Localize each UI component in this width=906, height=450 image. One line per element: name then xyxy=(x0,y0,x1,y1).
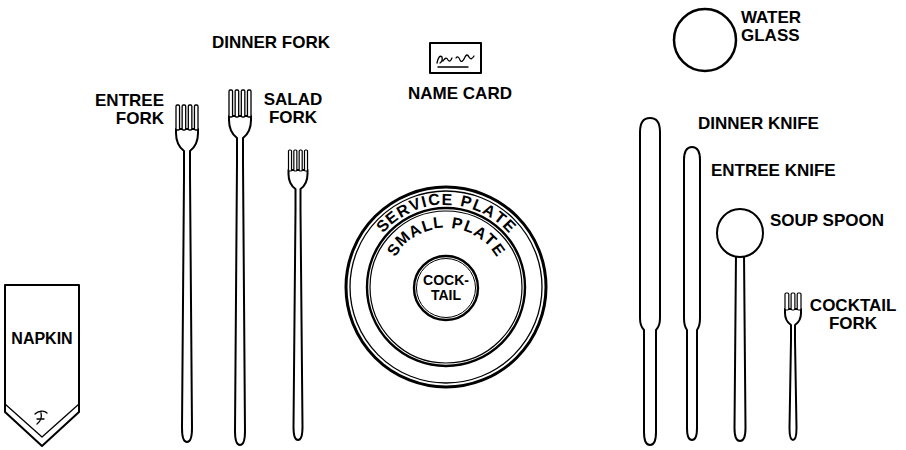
cocktail-dish: COCK- TAIL xyxy=(413,255,479,321)
knife-label: ENTREE KNIFE xyxy=(711,162,836,180)
entree-fork xyxy=(176,105,198,442)
entree-knife xyxy=(684,147,700,440)
cocktail-fork xyxy=(785,293,801,440)
fork-label: ENTREE FORK xyxy=(95,92,164,128)
fork-label: SALAD FORK xyxy=(264,91,323,127)
napkin-outline xyxy=(4,284,80,448)
name-card-outline xyxy=(430,43,481,73)
small-plate: SMALL PLATECOCK- TAIL xyxy=(366,207,526,367)
water-glass xyxy=(674,9,736,71)
fork-label: COCKTAIL FORK xyxy=(810,297,896,333)
signature-scribble xyxy=(437,55,474,67)
soup-spoon xyxy=(717,209,763,441)
spoon-label: SOUP SPOON xyxy=(770,212,884,230)
plate-rim xyxy=(350,191,542,383)
service-plate: SERVICE PLATESMALL PLATECOCK- TAIL xyxy=(345,186,547,388)
plate-rim xyxy=(417,259,476,318)
napkin-label: NAPKIN xyxy=(4,331,80,348)
salad-fork xyxy=(289,150,308,440)
napkin-line xyxy=(5,285,79,446)
plate-rim xyxy=(370,211,522,363)
arc-letter: E xyxy=(442,191,453,207)
plate-rim xyxy=(346,187,546,387)
plate-rim xyxy=(367,208,525,366)
dish-label: COCK- TAIL xyxy=(423,273,469,304)
napkin-line xyxy=(5,404,79,437)
card-label: NAME CARD xyxy=(408,85,512,103)
arc-letter xyxy=(454,192,460,208)
dinner-fork xyxy=(229,90,251,445)
plate-rim xyxy=(414,256,478,320)
knife-label: DINNER KNIFE xyxy=(698,115,819,133)
arc-letter xyxy=(445,215,450,231)
name-card xyxy=(430,43,481,73)
arc-letter: C xyxy=(427,192,441,209)
arc-letter: L xyxy=(432,215,444,232)
dinner-knife xyxy=(640,118,660,445)
napkin-line xyxy=(35,411,47,424)
glass-label: WATER GLASS xyxy=(741,9,801,45)
napkin: NAPKIN xyxy=(4,284,80,448)
fork-label: DINNER FORK xyxy=(212,34,330,52)
